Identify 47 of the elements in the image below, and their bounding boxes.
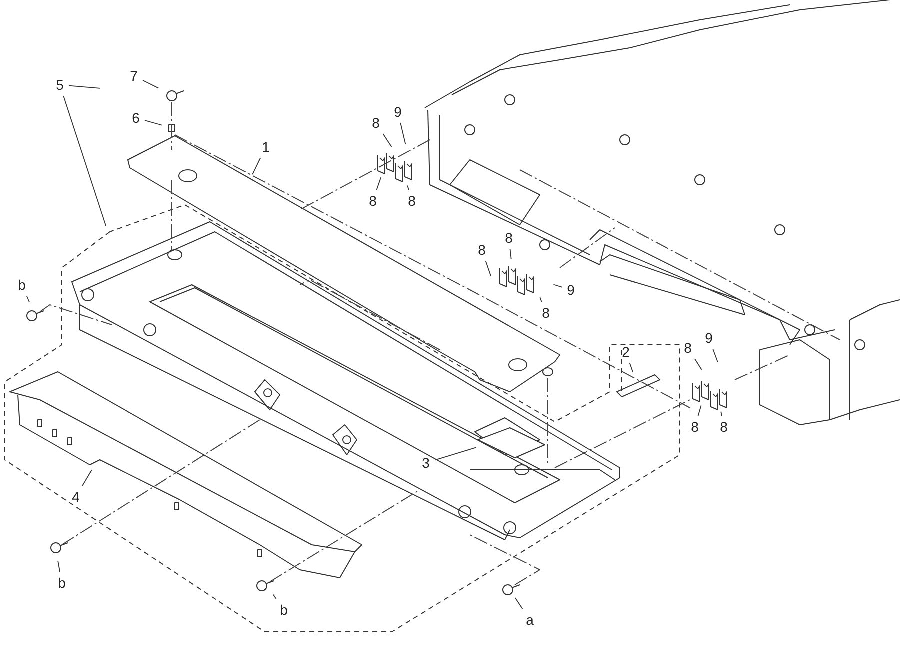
callout-label: b (53, 572, 71, 594)
leader-line (400, 122, 406, 145)
leader-line (58, 560, 60, 572)
leader-line (553, 284, 562, 288)
callout-label: 8 (364, 190, 382, 212)
leader-line (63, 96, 107, 227)
leader-line (142, 80, 160, 89)
leader-line (694, 358, 702, 370)
callout-label: 8 (679, 337, 697, 359)
leader-line (68, 85, 100, 89)
callout-label: a (521, 609, 539, 631)
leader-line (252, 158, 262, 176)
callout-label: 7 (125, 65, 143, 87)
callout-label: 1 (257, 136, 275, 158)
leader-line (26, 296, 30, 303)
leader-line (273, 594, 277, 600)
leader-line (712, 348, 718, 363)
callout-label: 9 (700, 327, 718, 349)
leader-line (540, 297, 542, 302)
callout-label: 2 (617, 341, 635, 363)
leader-line (82, 470, 92, 486)
leader-line (514, 598, 524, 610)
leader-line (629, 362, 634, 373)
callout-label: 8 (500, 227, 518, 249)
callout-label: 8 (473, 239, 491, 261)
callout-label: 4 (67, 486, 85, 508)
callout-label: 6 (127, 107, 145, 129)
leader-line (698, 405, 702, 416)
callout-label: b (13, 274, 31, 296)
leader-line (376, 177, 382, 190)
callout-label: b (275, 599, 293, 621)
callout-label: 5 (51, 74, 69, 96)
callout-label: 8 (367, 112, 385, 134)
leader-line (382, 134, 392, 148)
leader-line (720, 411, 722, 416)
leader-line (510, 248, 512, 260)
leader-line (485, 260, 492, 277)
callout-label: 3 (417, 452, 435, 474)
callout-label: 9 (562, 279, 580, 301)
callout-label: 8 (715, 416, 733, 438)
leader-line (144, 120, 163, 126)
leader-line (434, 447, 477, 461)
leader-line (407, 185, 410, 190)
callout-label: 9 (389, 101, 407, 123)
callout-label: 8 (537, 302, 555, 324)
callout-label: 8 (403, 190, 421, 212)
callout-label: 8 (686, 416, 704, 438)
